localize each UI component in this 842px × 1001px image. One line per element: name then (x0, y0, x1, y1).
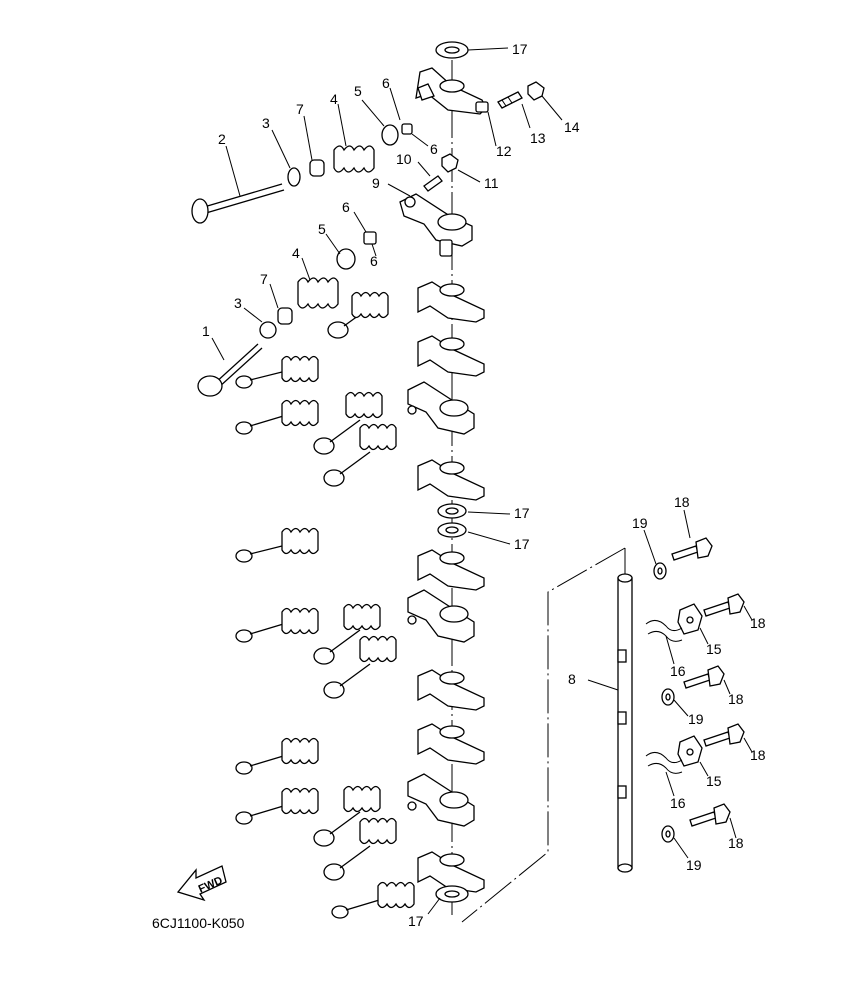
camshaft-frame-line (461, 547, 626, 923)
callout: 18 (728, 691, 744, 707)
bolt-18-d (703, 723, 745, 747)
callout: 6 (382, 75, 390, 91)
rocker-arm-9 (399, 193, 473, 257)
washer-17-mid-b (437, 522, 467, 538)
stem-seal-7-top (309, 159, 325, 177)
valve-spring-4-top (333, 145, 375, 173)
spring-seat-3-top (287, 167, 301, 187)
callout: 4 (330, 91, 338, 107)
callout: 18 (750, 615, 766, 631)
cotter-6-mid (363, 231, 377, 245)
valve-2 (191, 183, 285, 224)
bolt-18-b (703, 593, 745, 617)
valve-1 (197, 343, 263, 397)
bolt-18-e (689, 803, 731, 827)
valve-assemblies (235, 291, 415, 919)
retainer-5-top (381, 124, 399, 146)
callout: 19 (632, 515, 648, 531)
callout: 15 (706, 773, 722, 789)
cotter-6-top (401, 123, 413, 135)
rocker-arms-stack (407, 281, 485, 893)
callout: 16 (670, 663, 686, 679)
callout: 18 (750, 747, 766, 763)
callout: 15 (706, 641, 722, 657)
callout: 17 (512, 41, 528, 57)
callout: 6 (370, 253, 378, 269)
callout: 14 (564, 119, 580, 135)
washer-19-b (661, 688, 675, 706)
bolt-18-c (683, 665, 725, 689)
rocker-shaft-8 (617, 573, 633, 873)
callout: 3 (234, 295, 242, 311)
callout: 3 (262, 115, 270, 131)
callout: 19 (688, 711, 704, 727)
rocker-arm-12 (415, 67, 489, 115)
washer-17-bottom (435, 885, 469, 903)
callout: 5 (354, 83, 362, 99)
callout: 17 (408, 913, 424, 929)
callout: 12 (496, 143, 512, 159)
callout: 6 (342, 199, 350, 215)
callout: 8 (568, 671, 576, 687)
callout-labels: 17 6 5 7 4 3 2 14 13 12 6 10 11 9 6 5 6 … (202, 41, 766, 929)
fwd-arrow-icon: FWD (176, 865, 227, 902)
callout: 13 (530, 130, 546, 146)
valve-spring-4-mid (297, 277, 339, 309)
clip-16-b (645, 752, 683, 774)
callout: 7 (296, 101, 304, 117)
nut-14 (527, 81, 545, 101)
callout: 6 (430, 141, 438, 157)
callout: 18 (674, 494, 690, 510)
washer-17-mid-a (437, 503, 467, 519)
plate-15-b (677, 735, 703, 767)
adjust-screw-10 (423, 175, 443, 192)
callout: 17 (514, 505, 530, 521)
spring-seat-3-mid (259, 321, 277, 339)
nut-11 (441, 153, 459, 173)
callout: 16 (670, 795, 686, 811)
callout: 18 (728, 835, 744, 851)
callout: 1 (202, 323, 210, 339)
drawing-code: 6CJ1100-K050 (152, 915, 245, 931)
washer-19-a (653, 562, 667, 580)
callout: 10 (396, 151, 412, 167)
leader-lines (211, 47, 753, 915)
callout: 19 (686, 857, 702, 873)
bolt-18-a (671, 537, 713, 561)
callout: 9 (372, 175, 380, 191)
callout: 4 (292, 245, 300, 261)
retainer-5-mid (336, 248, 356, 270)
clip-16-a (645, 620, 683, 642)
washer-19-c (661, 825, 675, 843)
callout: 2 (218, 131, 226, 147)
callout: 11 (484, 175, 499, 191)
adjust-screw-13 (497, 91, 523, 109)
callout: 17 (514, 536, 530, 552)
callout: 7 (260, 271, 268, 287)
stem-seal-7-mid (277, 307, 293, 325)
callout: 5 (318, 221, 326, 237)
plate-15-a (677, 603, 703, 635)
